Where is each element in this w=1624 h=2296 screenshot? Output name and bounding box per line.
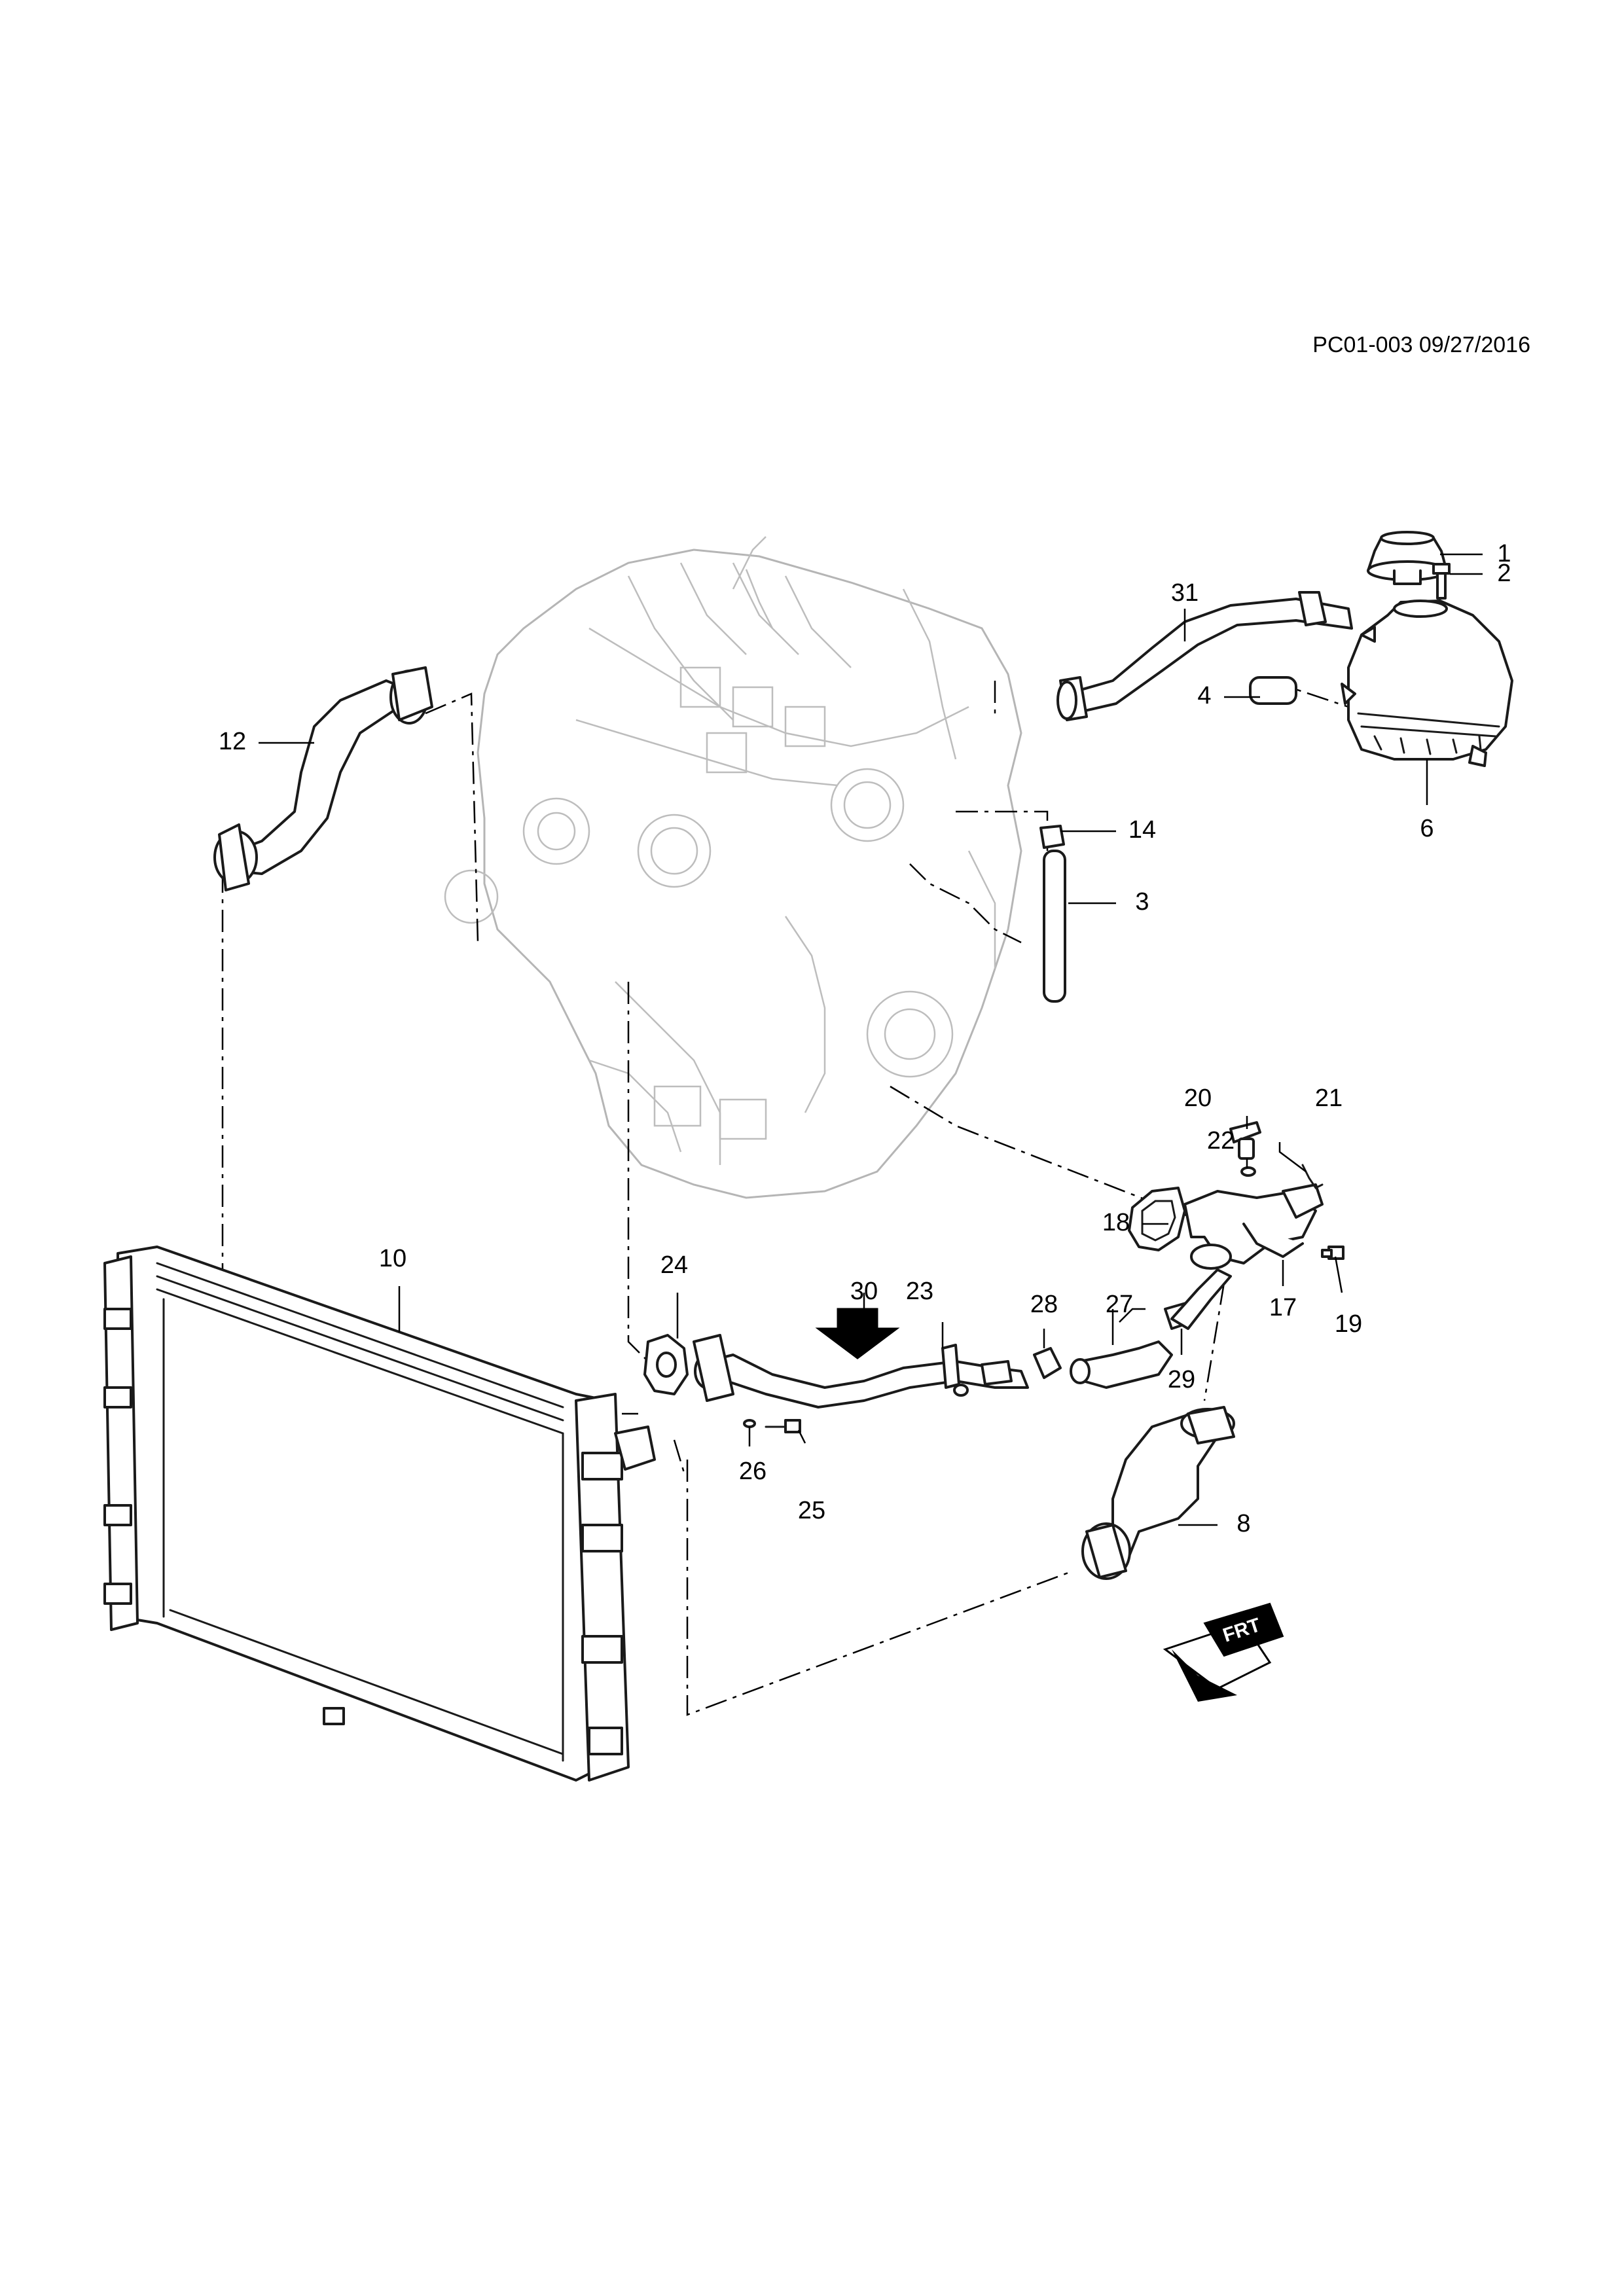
coolant-pipe [693,1334,1029,1408]
callout-6: 6 [1420,815,1434,842]
callout-14: 14 [1128,816,1156,844]
callout-3: 3 [1135,888,1149,916]
document-reference: PC01-003 09/27/2016 [1312,332,1530,357]
callout-4: 4 [1197,682,1211,709]
bleed-tube [1043,850,1066,1003]
front-indicator-icon: FRT [1163,1602,1284,1702]
callout-31: 31 [1171,579,1199,607]
leader-lines [259,553,1483,1526]
gasket-24 [643,1334,689,1395]
tank-hose [1056,591,1353,721]
callout-labels: 1 2 31 4 6 14 3 12 10 20 21 22 18 17 19 … [219,540,1511,1537]
expansion-tank [1341,600,1513,767]
callout-21: 21 [1315,1085,1343,1112]
callout-30: 30 [850,1278,878,1305]
callout-29: 29 [1168,1366,1195,1393]
filler-cap [1367,531,1448,585]
upper-radiator-hose [213,666,433,891]
callout-23: 23 [906,1278,933,1305]
gasket-18 [1128,1187,1186,1251]
sleeve [1249,676,1297,705]
callout-20: 20 [1184,1085,1212,1112]
callout-12: 12 [219,728,246,755]
bolt-2 [1432,563,1451,600]
radiator [103,1246,656,1782]
bolt-19 [1321,1246,1344,1260]
callout-25: 25 [798,1497,825,1524]
clamp-14 [1039,825,1065,849]
engine-assembly [444,536,1022,1199]
lower-radiator-hose [1081,1406,1235,1580]
callout-27: 27 [1106,1291,1133,1318]
callout-1: 1 [1497,540,1511,567]
callout-22: 22 [1207,1127,1235,1155]
bypass-hose [1033,1268,1232,1389]
callout-8: 8 [1236,1510,1250,1537]
connection-lines [221,679,1349,1716]
sensor-20 [1229,1121,1261,1160]
callout-24: 24 [660,1251,688,1279]
arrow-30-icon [815,1308,900,1359]
clip-21 [1301,1164,1324,1189]
callout-19: 19 [1335,1310,1362,1338]
callout-17: 17 [1269,1294,1297,1321]
seal-22 [1240,1166,1256,1177]
callout-2: 2 [1497,560,1511,587]
bolt-25 [765,1419,801,1433]
coolant-outlet-housing [1183,1183,1324,1270]
washer-26 [743,1419,756,1428]
callout-28: 28 [1030,1291,1058,1318]
callout-18: 18 [1102,1209,1130,1236]
callout-26: 26 [739,1458,767,1485]
callout-10: 10 [379,1245,406,1272]
